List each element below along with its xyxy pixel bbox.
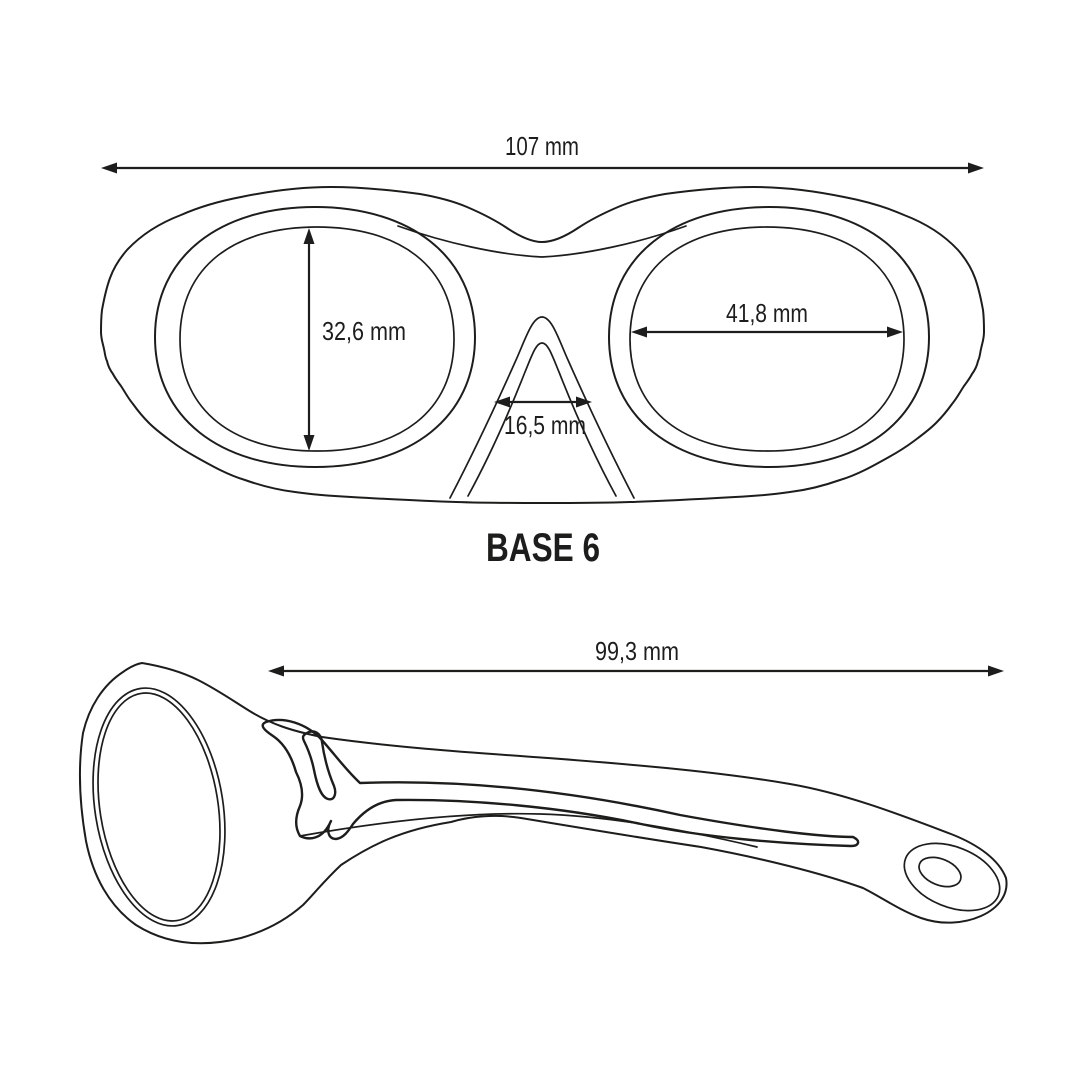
arrowhead-right — [968, 162, 984, 174]
arrowhead-right — [988, 665, 1004, 677]
arrowhead-right — [887, 326, 903, 338]
arrowhead-down — [303, 435, 315, 451]
front-frame-outline — [100, 186, 985, 504]
dim-lens-width: 41,8 mm — [631, 298, 903, 338]
arrowhead-left — [494, 396, 510, 408]
left-lens-opening — [179, 226, 455, 452]
dim-overall-width: 107 mm — [101, 131, 984, 174]
right-lens-rim — [608, 206, 930, 468]
overall-width-label: 107 mm — [505, 131, 579, 161]
dim-temple-length: 99,3 mm — [268, 636, 1004, 677]
temple-tip-ring — [903, 842, 1001, 912]
side-lens-outer — [92, 687, 226, 927]
arrowhead-left — [631, 326, 647, 338]
nose-arch-inner — [467, 342, 617, 497]
temple-length-label: 99,3 mm — [595, 636, 679, 666]
side-lens-inner — [97, 692, 221, 922]
bridge-inner-line — [397, 225, 687, 258]
temple-tip-hole — [918, 856, 962, 888]
left-lens-rim — [154, 206, 476, 468]
lens-height-label: 32,6 mm — [322, 316, 406, 346]
dim-bridge-width: 16,5 mm — [494, 396, 592, 440]
front-view: 107 mm 32,6 mm 41,8 mm 16,5 mm — [100, 131, 985, 504]
base-curve-label: BASE 6 — [486, 526, 600, 570]
hinge-teardrop-cutout — [301, 730, 337, 801]
arrowhead-left — [268, 665, 284, 677]
arrowhead-right — [576, 396, 592, 408]
lens-width-label: 41,8 mm — [726, 298, 808, 328]
nose-arch-outer — [449, 316, 635, 499]
bridge-width-label: 16,5 mm — [504, 410, 586, 440]
arrowhead-left — [101, 162, 117, 174]
temple-bottom-inner-line — [299, 812, 758, 848]
right-lens-opening — [629, 226, 905, 452]
side-outline — [78, 662, 1008, 945]
dim-lens-height: 32,6 mm — [303, 228, 406, 451]
temple-hinge-cutout — [261, 718, 860, 848]
arrowhead-up — [303, 228, 315, 244]
side-view: 99,3 mm — [78, 636, 1008, 945]
